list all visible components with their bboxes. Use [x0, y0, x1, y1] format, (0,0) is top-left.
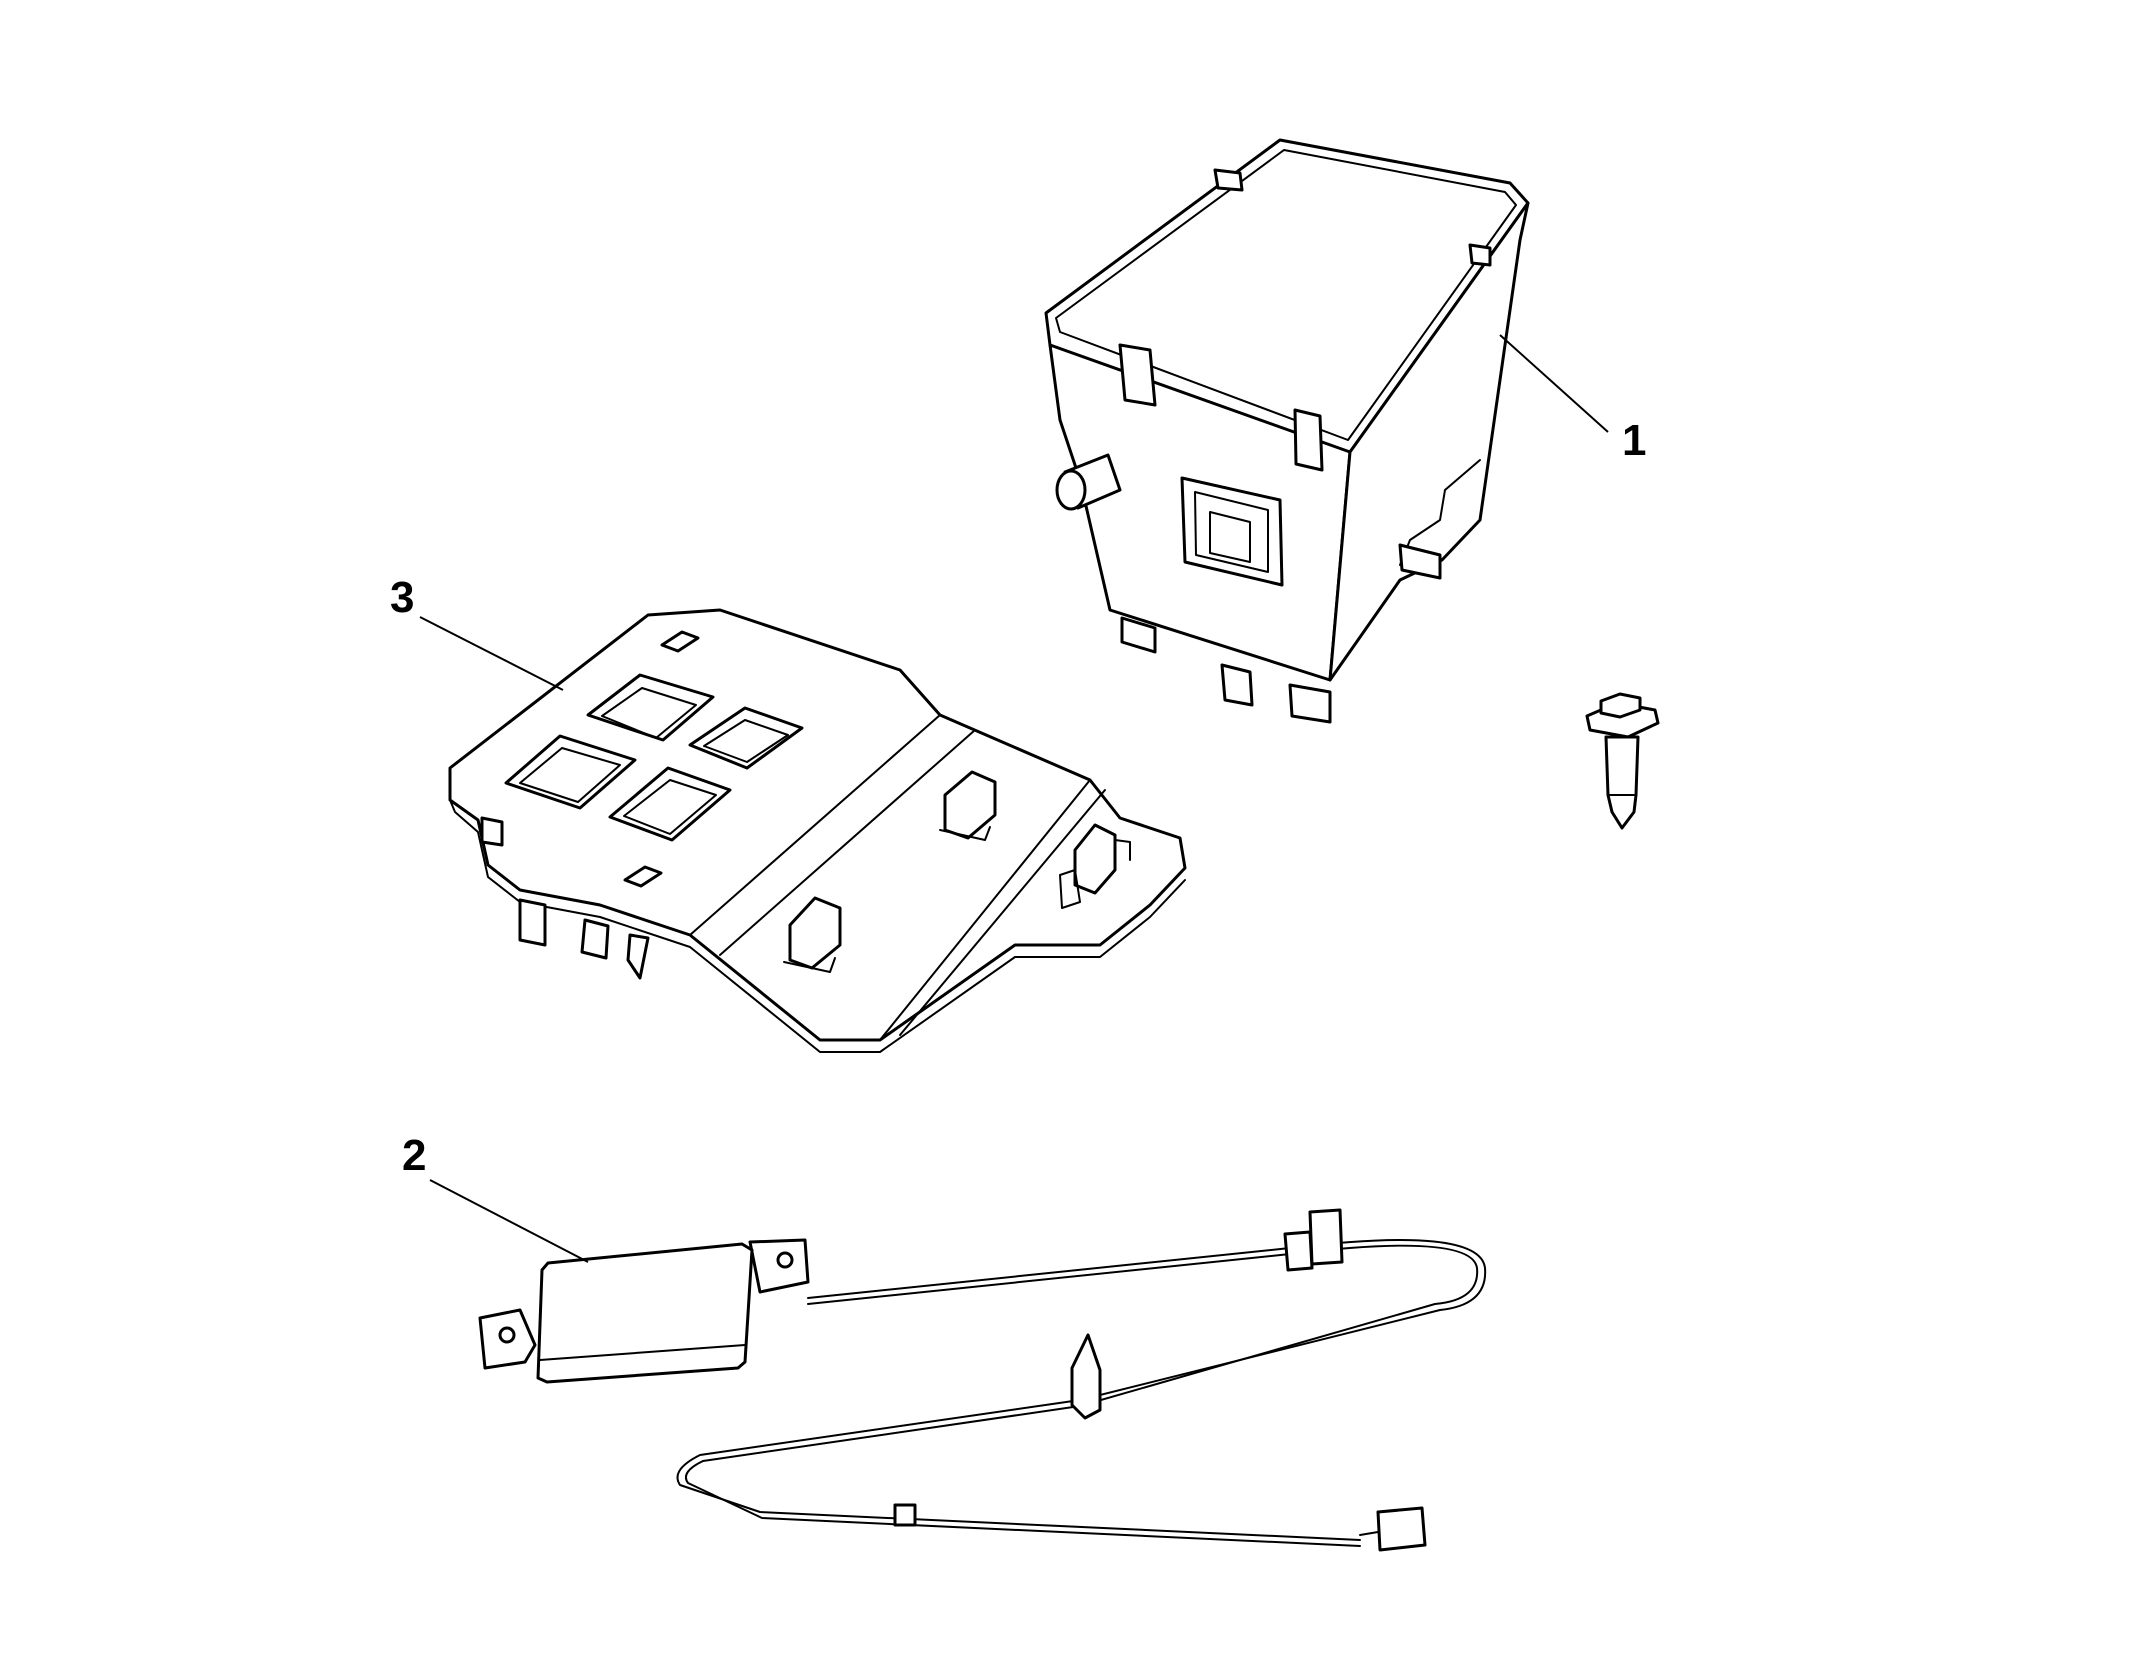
callout-2: 2 — [402, 1131, 426, 1180]
leader-lines — [419, 334, 1609, 1263]
callout-3: 3 — [390, 573, 414, 622]
bolt-fastener — [1585, 692, 1660, 830]
mounting-bracket-part-3 — [448, 608, 1187, 1053]
antenna-cable-part-2 — [478, 1208, 1487, 1552]
module-box-part-1 — [1044, 138, 1530, 724]
callout-1: 1 — [1622, 416, 1646, 465]
